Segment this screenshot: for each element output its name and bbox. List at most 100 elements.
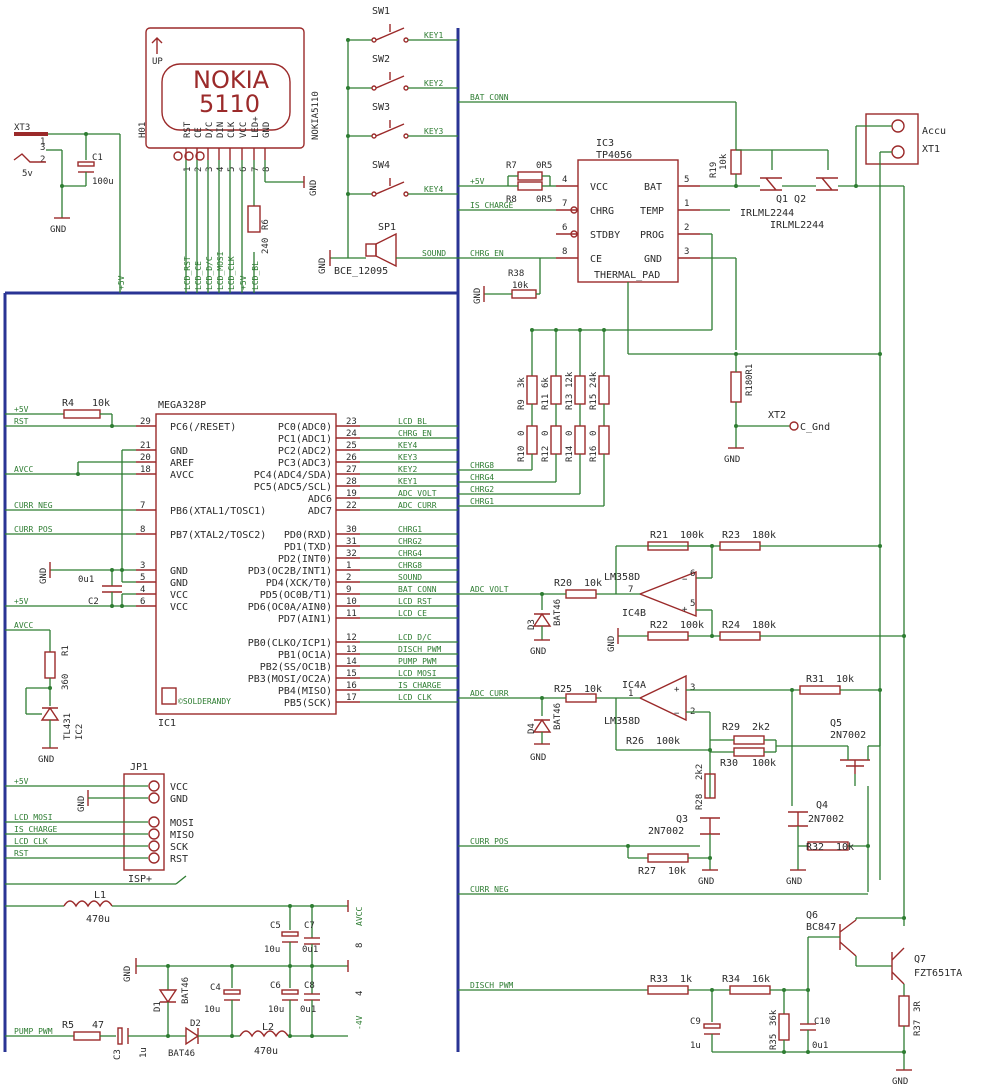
ic3-ce: CE — [590, 254, 602, 265]
lcd-pin-num: 5 — [227, 167, 237, 172]
mcu-pin-label: GND — [170, 578, 188, 589]
ic3-vcc: VCC — [590, 182, 608, 193]
ladder-name: R16 — [589, 446, 599, 462]
chrg-net: CHRG4 — [470, 473, 494, 482]
ladder-resistor — [598, 425, 610, 455]
r4-val: 10k — [92, 398, 110, 409]
q6-name: Q6 — [806, 910, 818, 921]
ladder-name: R14 — [565, 446, 575, 462]
mcu-pin-label: PC5(ADC5/SCL) — [254, 482, 332, 493]
mcu-pin-label: PD0(RXD) — [284, 530, 332, 541]
mcu-pin-label: PC4(ADC4/SDA) — [254, 470, 332, 481]
c6-name: C6 — [270, 981, 281, 991]
sp1-part: BCE_12095 — [334, 266, 388, 277]
xt3-name: XT3 — [14, 123, 30, 133]
lcd-net-label: LCD_CLK — [227, 256, 236, 290]
sp1-net: SOUND — [422, 249, 446, 258]
mcu-net: DISCH_PWM — [398, 645, 442, 654]
r25-val: 10k — [584, 684, 602, 695]
r22-val: 100k — [680, 620, 704, 631]
mcu-pin-label: PD3(OC2B/INT1) — [248, 566, 332, 577]
mcu-pin-num: 5 — [140, 573, 145, 583]
switch-name: SW2 — [372, 54, 390, 65]
ladder-val: 0 — [517, 431, 527, 436]
c9-val: 1u — [690, 1041, 701, 1051]
ic3-temp: TEMP — [640, 206, 664, 217]
r22-name: R22 — [650, 620, 668, 631]
mcu-pin-num: 30 — [346, 525, 357, 535]
mcu-pin-num: 27 — [346, 465, 357, 475]
mcu-pin-label: PD2(INT0) — [278, 554, 332, 565]
isp-pin — [148, 828, 160, 840]
ic4b-n6: 6 — [690, 569, 695, 579]
ic4b-plus: + — [682, 605, 688, 615]
ic4b-minus: − — [682, 575, 688, 585]
net-is-charge: IS_CHARGE — [470, 201, 514, 210]
lcd-ref: H01 — [138, 122, 148, 138]
ic3-n2: 2 — [684, 223, 689, 233]
mcu-pin-label: PD5(OC0B/T1) — [260, 590, 332, 601]
lcd-net-label: LCD_D/C — [205, 256, 214, 290]
r18-gnd: GND — [724, 455, 740, 465]
l1-name: L1 — [94, 890, 106, 901]
r37-val: 3R — [913, 1001, 923, 1012]
r28-name: R28 — [695, 794, 705, 810]
ic4a-minus: − — [674, 709, 680, 719]
ladder-name: R13 — [565, 394, 575, 410]
c5-val: 10u — [264, 945, 280, 955]
isp-pin-label: MOSI — [170, 818, 194, 829]
sp1-gnd: GND — [318, 258, 328, 274]
isp-net: +5V — [14, 777, 29, 786]
voltage-sense: R21 100k R23 180k − + 7 6 5 LM358D IC4B … — [458, 530, 906, 657]
ladder-val: 24k — [589, 371, 599, 388]
n4-label: 4 — [355, 991, 365, 996]
switch-blade — [375, 123, 405, 137]
net-curr-neg-r: CURR_NEG — [470, 885, 509, 894]
lcd-part: NOKIA5110 — [311, 91, 321, 140]
mcu-pin-num: 2 — [346, 573, 351, 583]
key-net: KEY2 — [424, 79, 443, 88]
mcu-ref: IC1 — [158, 718, 176, 729]
lcd-pin-num: 3 — [205, 167, 215, 172]
lcd-net-label: +5V — [239, 275, 248, 290]
ic4b-n5: 5 — [690, 599, 695, 609]
switch-name: SW1 — [372, 6, 390, 17]
ic4b-name: IC4B — [622, 608, 646, 619]
ic2-gnd: GND — [38, 755, 54, 765]
r19-name: R19 — [709, 162, 719, 178]
avcc-right: AVCC — [355, 907, 364, 926]
mcu-pin-num: 15 — [346, 669, 357, 679]
lcd-line1: NOKIA — [193, 66, 270, 94]
lcd-pin-label: CLK — [227, 121, 237, 138]
isp-pin — [148, 840, 160, 852]
ic3-prog: PROG — [640, 230, 664, 241]
mcu-pin-num: 6 — [140, 597, 145, 607]
ic4b-part: LM358D — [604, 572, 640, 583]
mcu-net: LCD_BL — [398, 417, 427, 426]
r5-val: 47 — [92, 1020, 104, 1031]
lcd-pin-label: VCC — [239, 122, 249, 138]
ic4b-n7: 7 — [628, 585, 633, 595]
isp-net: LCD_CLK — [14, 837, 48, 846]
r29-name: R29 — [722, 722, 740, 733]
mcu-pin-num: 4 — [140, 585, 145, 595]
c4-val: 10u — [204, 1005, 220, 1015]
r34-val: 16k — [752, 974, 770, 985]
ladder-resistor — [574, 425, 586, 455]
mcu-pin-num: 11 — [346, 609, 357, 619]
d4-val: BAT46 — [553, 703, 563, 730]
r33-val: 1k — [680, 974, 692, 985]
r23-val: 180k — [752, 530, 776, 541]
net-5v-r4: +5V — [14, 405, 29, 414]
mcu-pin-num: 9 — [346, 585, 351, 595]
r26-name: R26 — [626, 736, 644, 747]
switch-blade — [375, 27, 405, 41]
l2-val: 470u — [254, 1046, 278, 1057]
q5-name: Q5 — [830, 718, 842, 729]
switch-name: SW4 — [372, 160, 390, 171]
isp-pin-label: VCC — [170, 782, 188, 793]
net-bat-conn: BAT_CONN — [470, 93, 509, 102]
mcu-pin-num: 16 — [346, 681, 357, 691]
ic3-name: IC3 — [596, 138, 614, 149]
